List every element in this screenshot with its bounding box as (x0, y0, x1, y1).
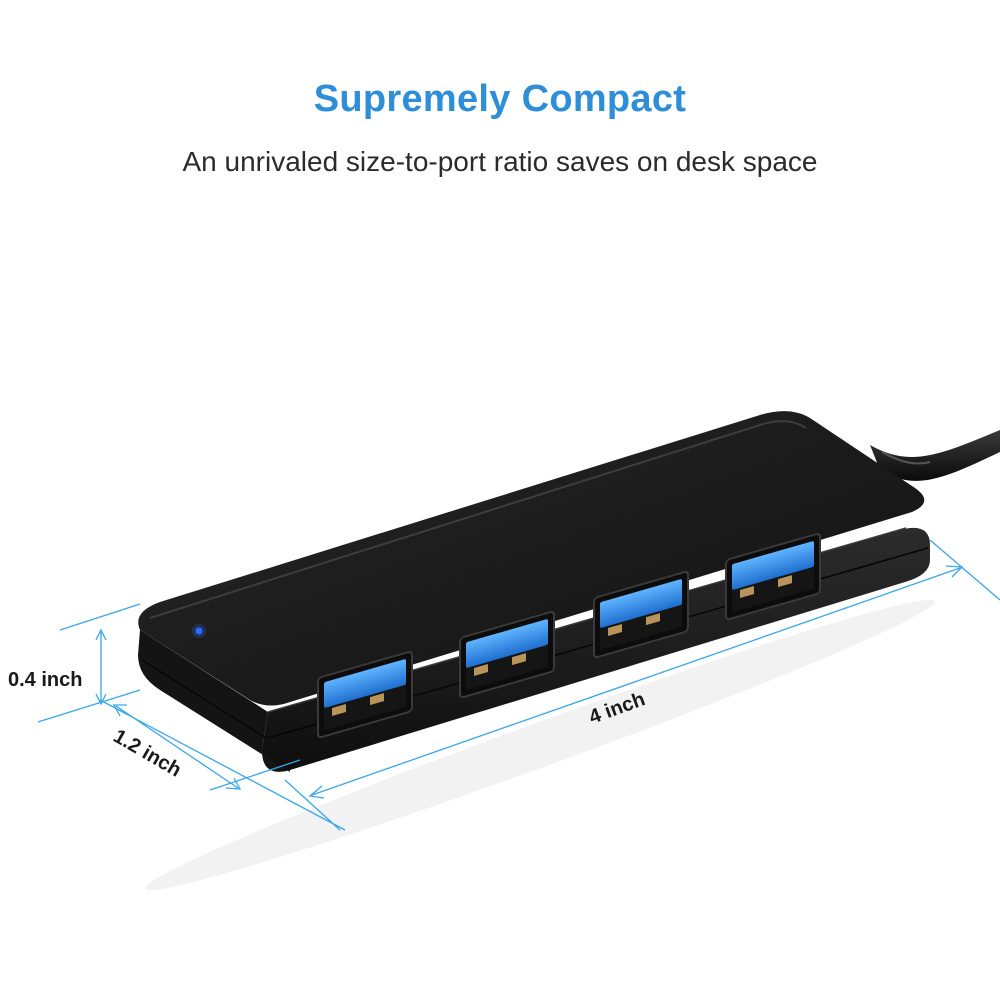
usb-port-2 (459, 610, 555, 699)
dimension-lines (37, 539, 1000, 831)
subheadline: An unrivaled size-to-port ratio saves on… (182, 146, 818, 177)
usb-port-4 (725, 532, 821, 621)
depth-dimension-label: 1.2 inch (110, 725, 186, 781)
usb-port-3 (593, 570, 689, 659)
usb-port-1 (317, 650, 413, 739)
status-led-icon (195, 627, 203, 635)
usb-cable (870, 430, 1000, 481)
headline: Supremely Compact (313, 78, 687, 120)
height-dimension-label: 0.4 inch (8, 669, 82, 691)
